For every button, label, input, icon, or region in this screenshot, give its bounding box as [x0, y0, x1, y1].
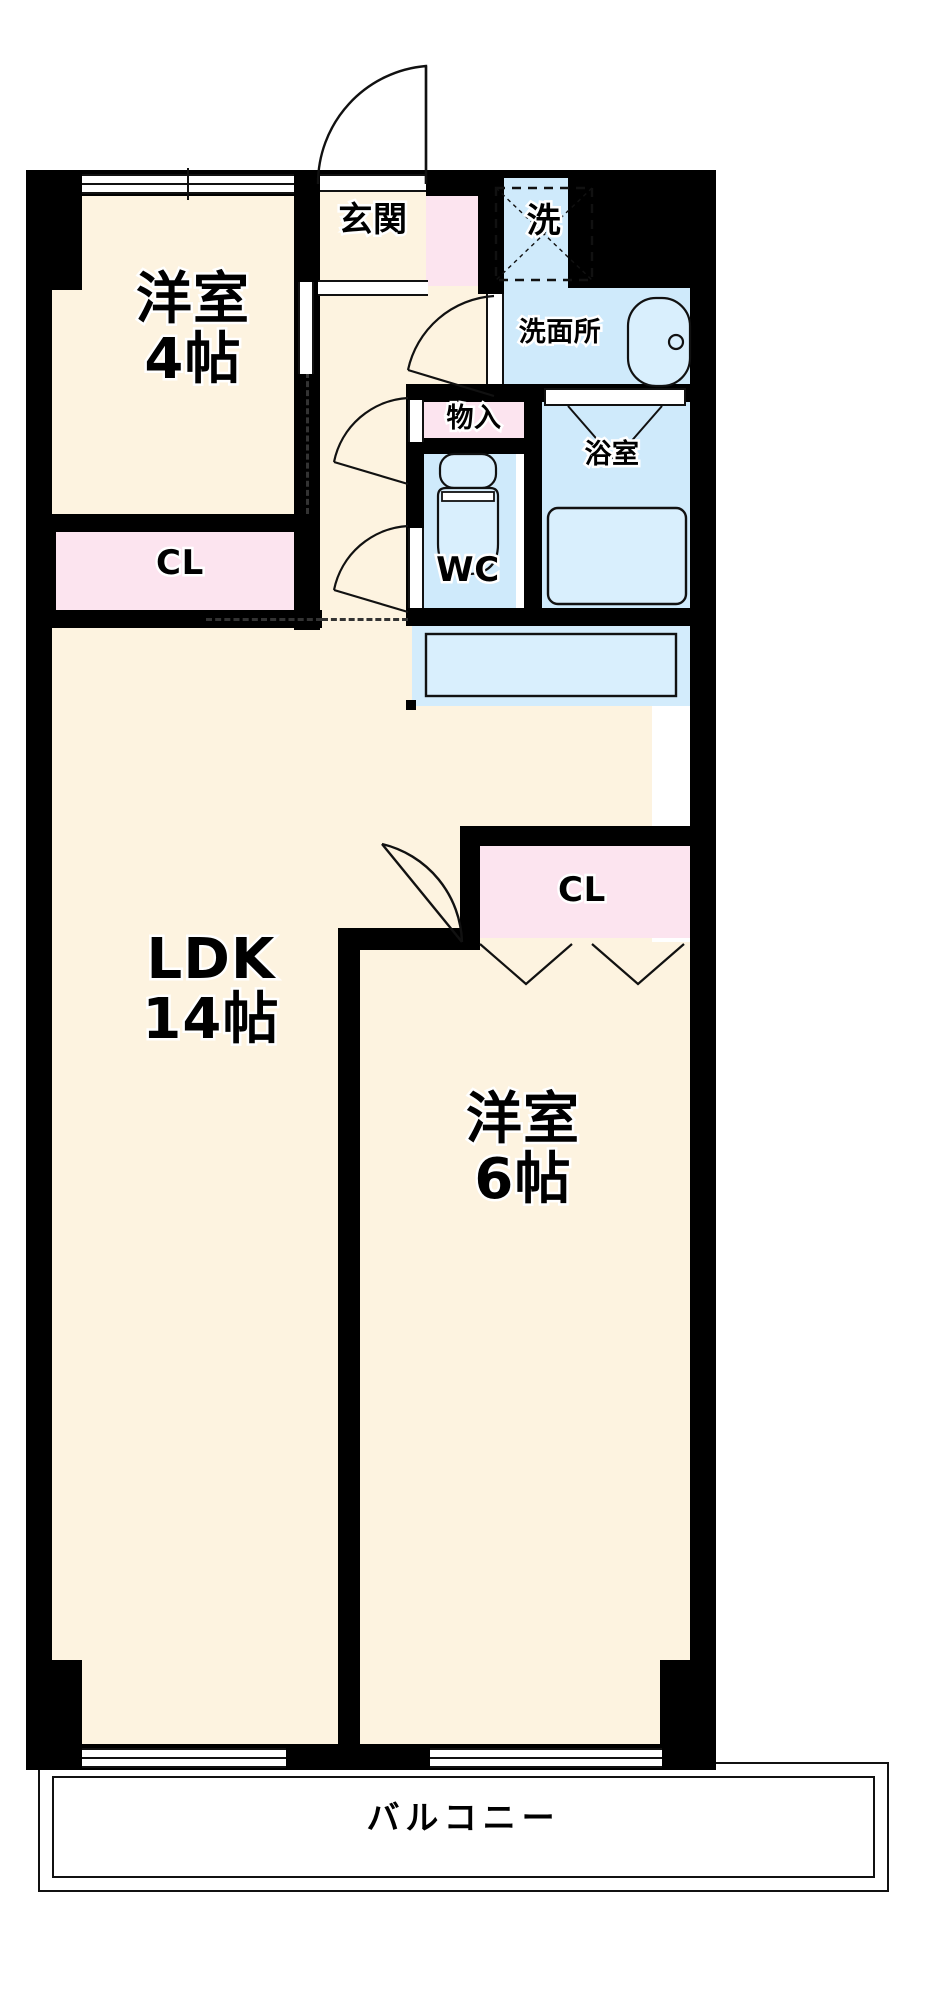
entrance-label: 玄関 — [336, 199, 410, 241]
wall-bathroom-bottom — [524, 608, 690, 626]
washroom-label: 洗面所 — [516, 315, 603, 349]
closet-south-label: CL — [556, 869, 608, 911]
entrance-inner-sash[interactable] — [318, 280, 428, 296]
bathroom-door-sash[interactable] — [544, 388, 686, 406]
closet-north-sliding-line[interactable] — [322, 618, 408, 621]
wall-closet-south-left — [460, 826, 480, 942]
balcony-inner-line — [52, 1776, 875, 1878]
window-bedroom-south-bottom[interactable] — [430, 1748, 662, 1768]
wall-entrance-top-right — [426, 170, 504, 196]
wall-left — [26, 170, 52, 1770]
closet-south-floor — [474, 842, 690, 938]
wall-hall-washroom — [478, 278, 504, 294]
wall-closet-south-top — [460, 826, 690, 846]
closet-south-door-leaves — [479, 943, 685, 986]
wall-bedroom-south-top — [338, 928, 474, 950]
window-ldk-bottom[interactable] — [82, 1748, 286, 1768]
balcony-label: バルコニー — [364, 1798, 561, 1838]
bedroom-south-name: 洋室 — [463, 1087, 581, 1153]
wall-entrance-top-left — [294, 170, 320, 196]
door-entrance-swing — [316, 64, 428, 185]
entrance-shoe-closet — [426, 178, 486, 286]
bedroom-south-label: 洋室 6帖 — [380, 1087, 666, 1213]
entrance-floor — [318, 178, 426, 278]
toilet-label: WC — [434, 549, 502, 591]
toilet-fixture — [436, 452, 500, 576]
ldk-label: LDK 14帖 — [76, 927, 346, 1053]
window-bedroom-north-mullion — [187, 168, 189, 200]
wall-pier-bottom-left — [26, 1660, 82, 1770]
bathroom-door-leaf — [567, 405, 663, 462]
storage-label: 物入 — [444, 401, 504, 435]
wall-notch-top-left — [26, 170, 82, 290]
ldk-size: 14帖 — [140, 987, 281, 1053]
wall-notch-left-mid — [26, 514, 56, 628]
bedroom-north-size: 4帖 — [142, 327, 243, 393]
door-washroom-jamb-line — [486, 294, 504, 398]
closet-north-floor — [52, 528, 308, 614]
door-bedroom-south-swing — [381, 842, 464, 943]
wall-bedroom-south-left — [338, 928, 360, 1758]
bedroom-south-size: 6帖 — [472, 1147, 573, 1213]
storage-door-sash[interactable] — [408, 400, 424, 442]
bedroom-south-floor — [356, 942, 690, 1744]
door-toilet-swing — [332, 524, 409, 614]
entrance-door-sash[interactable] — [320, 174, 426, 192]
closet-north-label: CL — [154, 542, 206, 584]
ldk-name: LDK — [144, 927, 277, 993]
door-washroom-jamb — [486, 294, 504, 398]
wall-storage-bottom — [406, 438, 542, 454]
bathroom-label: 浴室 — [582, 437, 642, 471]
sliding-door-bedroom-north-sash — [298, 282, 314, 374]
storage-floor — [420, 398, 528, 444]
wall-storage-top — [406, 384, 542, 402]
bedroom-north-label: 洋室 4帖 — [78, 267, 308, 393]
bedroom-north-floor-notch — [78, 196, 308, 526]
vanity-sink-fixture — [626, 296, 692, 388]
door-hall-upper-swing — [406, 294, 495, 398]
wall-ldk-right-upper — [406, 700, 416, 710]
wall-closet-north-bottom — [52, 610, 322, 628]
bedroom-north-name: 洋室 — [133, 267, 251, 333]
sliding-door-bedroom-north[interactable] — [306, 372, 309, 514]
sliding-door-ldk-hall[interactable] — [206, 618, 322, 621]
wall-closet-south-bottom — [460, 930, 480, 950]
toilet-door-sash[interactable] — [408, 528, 424, 608]
wall-pier-bottom-right — [660, 1660, 716, 1770]
kitchen-counter-fixture — [424, 632, 678, 698]
wall-bedroom-north-bottom — [52, 514, 308, 532]
wall-right — [690, 170, 716, 1770]
bathtub-fixture — [546, 506, 688, 606]
washer-label: 洗 — [524, 200, 563, 242]
washer-slot-fixture — [494, 186, 594, 282]
door-storage-swing — [332, 396, 409, 486]
wall-wc-bottom — [406, 608, 542, 626]
